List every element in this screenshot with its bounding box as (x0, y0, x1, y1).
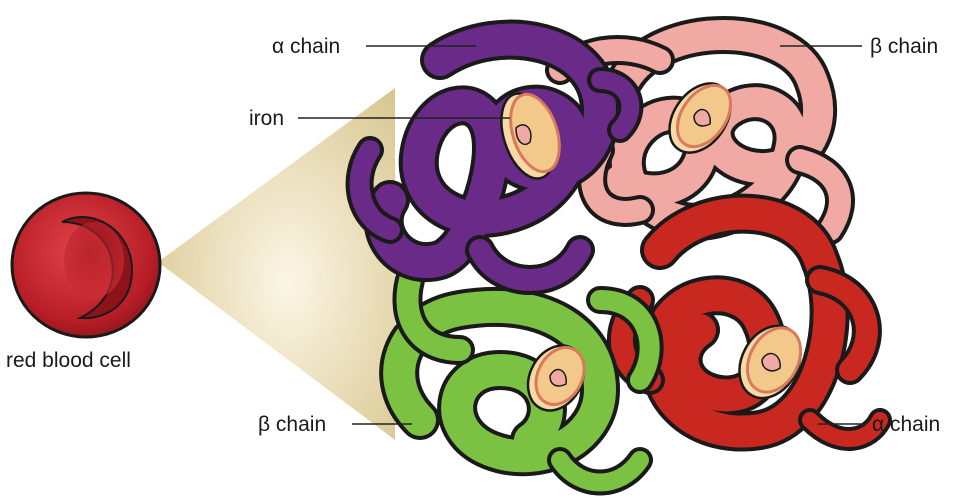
label-iron: iron (249, 108, 284, 129)
label-red-blood-cell: red blood cell (6, 350, 131, 371)
alpha-chain-top (360, 40, 631, 280)
label-beta-chain-bottom: β chain (258, 414, 326, 435)
alpha-chain-bottom (622, 214, 880, 439)
label-beta-chain-top: β chain (870, 36, 938, 57)
label-alpha-chain-top: α chain (272, 36, 340, 57)
red-blood-cell (12, 193, 160, 337)
beta-chain-bottom (399, 280, 649, 483)
label-alpha-chain-bottom: α chain (872, 414, 940, 435)
